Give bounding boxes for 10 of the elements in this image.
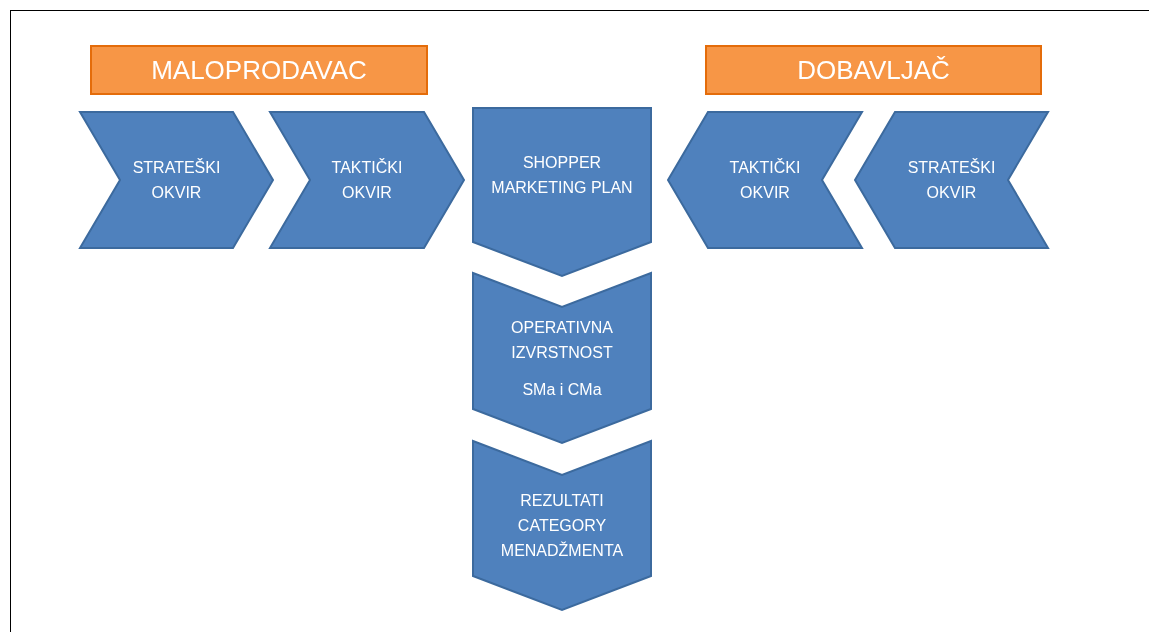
step-label: SHOPPER MARKETING PLAN [490,153,634,198]
section-header: DOBAVLJAČ [705,45,1042,95]
step-label: OPERATIVNA IZVRSTNOST [510,317,614,363]
step-label: TAKTIČKI OKVIR [728,157,802,203]
section-header: MALOPRODAVAC [90,45,428,95]
step-label: STRATEŠKI OKVIR [131,157,222,203]
step-label: REZULTATI CATEGORY MENADŽMENTA [499,491,625,561]
step-label: STRATEŠKI OKVIR [906,157,997,203]
step-label: SMa i CMa [521,379,603,400]
step-label: TAKTIČKI OKVIR [330,157,404,203]
